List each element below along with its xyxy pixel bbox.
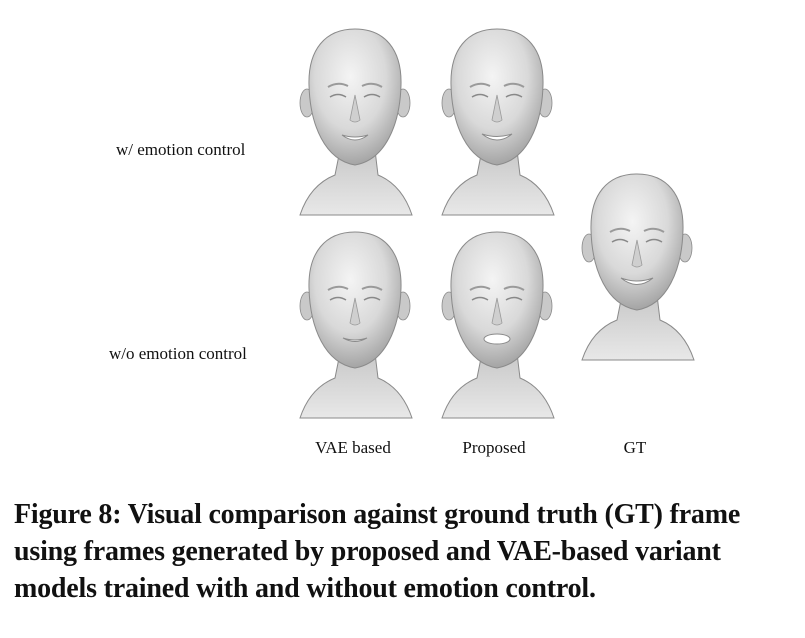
- row-label-without-emotion: w/o emotion control: [109, 344, 247, 363]
- column-label-gt: GT: [623, 438, 647, 457]
- head-image-proposed-without-emotion: [432, 228, 562, 423]
- head-image-gt: [572, 170, 702, 365]
- head-image-proposed-with-emotion: [432, 25, 562, 220]
- row-label-with-emotion: w/ emotion control: [116, 140, 246, 159]
- head-image-vae-without-emotion: [290, 228, 420, 423]
- column-label-proposed: Proposed: [462, 438, 526, 457]
- figure-caption: Figure 8: Visual comparison against grou…: [14, 496, 794, 607]
- column-label-vae: VAE based: [315, 438, 391, 457]
- caption-text: Visual comparison against ground truth (…: [14, 499, 741, 604]
- head-image-vae-with-emotion: [290, 25, 420, 220]
- caption-label: Figure 8:: [14, 499, 122, 530]
